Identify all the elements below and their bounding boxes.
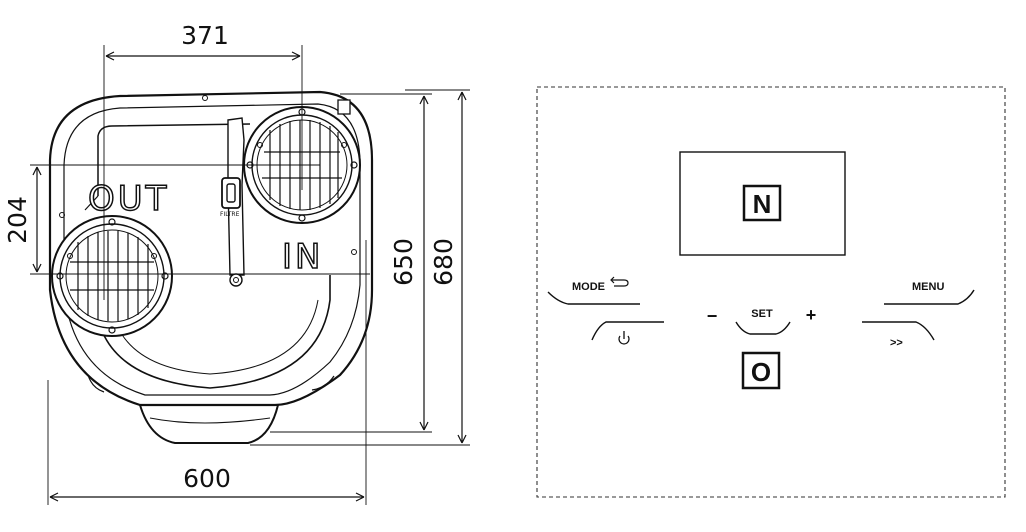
mode-button[interactable]: [547, 291, 640, 305]
display-key-box: [742, 184, 782, 222]
outlet-label: OUT: [88, 179, 169, 219]
forward-label: >>: [890, 337, 903, 349]
filter-label: FILTRE: [220, 211, 240, 218]
filter-slot: [221, 117, 245, 287]
set-label: SET: [751, 308, 773, 320]
return-arrow-icon: [610, 276, 629, 287]
menu-button[interactable]: [884, 289, 975, 305]
inlet-label: IN: [282, 237, 323, 277]
control-panel: N MODE − SET + MENU: [536, 86, 1006, 498]
center-lines: [30, 45, 470, 505]
dim-371: 371: [181, 21, 229, 50]
menu-label: MENU: [912, 281, 944, 293]
outlet-port: [51, 215, 173, 337]
lower-key: O: [751, 357, 771, 387]
forward-button[interactable]: [862, 321, 935, 341]
display-key: N: [753, 189, 772, 219]
dim-600: 600: [183, 464, 231, 493]
minus-button[interactable]: −: [707, 306, 718, 326]
mode-label: MODE: [572, 281, 605, 293]
power-button[interactable]: [591, 321, 664, 341]
dim-680: 680: [429, 238, 458, 286]
dim-204: 204: [3, 196, 32, 244]
set-button[interactable]: [735, 321, 791, 335]
lower-key-box: [741, 351, 781, 390]
dimension-lines: [32, 51, 467, 502]
dim-650: 650: [389, 238, 418, 286]
power-icon: [618, 331, 630, 345]
plus-button[interactable]: +: [806, 305, 817, 325]
